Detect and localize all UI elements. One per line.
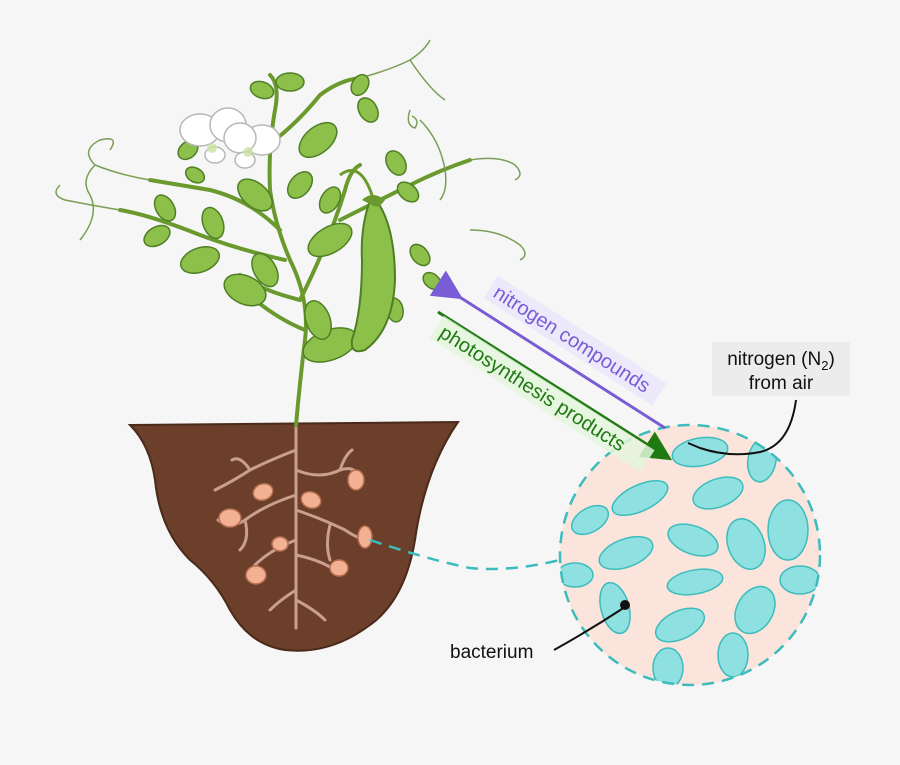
tendrils: [55, 39, 526, 261]
nitrogen-air-pointer: [687, 399, 797, 456]
root-nodules: [218, 469, 373, 585]
zoom-connector: [369, 538, 561, 571]
bacteria-group: [560, 436, 820, 685]
bacterium-pointer: [553, 606, 626, 651]
nitrogen-compounds-arrow: [429, 270, 666, 430]
nitrogen-air-label-box: [712, 342, 850, 396]
pea-flowers: [179, 107, 281, 169]
pea-pod: [339, 169, 397, 353]
zoom-circle-outline: [558, 423, 822, 687]
nitrogen-air-label-line1: nitrogen (N2): [727, 349, 835, 373]
bacterium-label: bacterium: [450, 642, 533, 663]
photosynthesis-products-arrow: [437, 310, 673, 461]
leaves: [143, 72, 442, 363]
flower-centers: [207, 143, 253, 157]
nitrogen-air-label-line2: from air: [749, 373, 814, 394]
soil-pot: [127, 420, 460, 652]
bacterium-pointer-dot: [620, 600, 630, 610]
